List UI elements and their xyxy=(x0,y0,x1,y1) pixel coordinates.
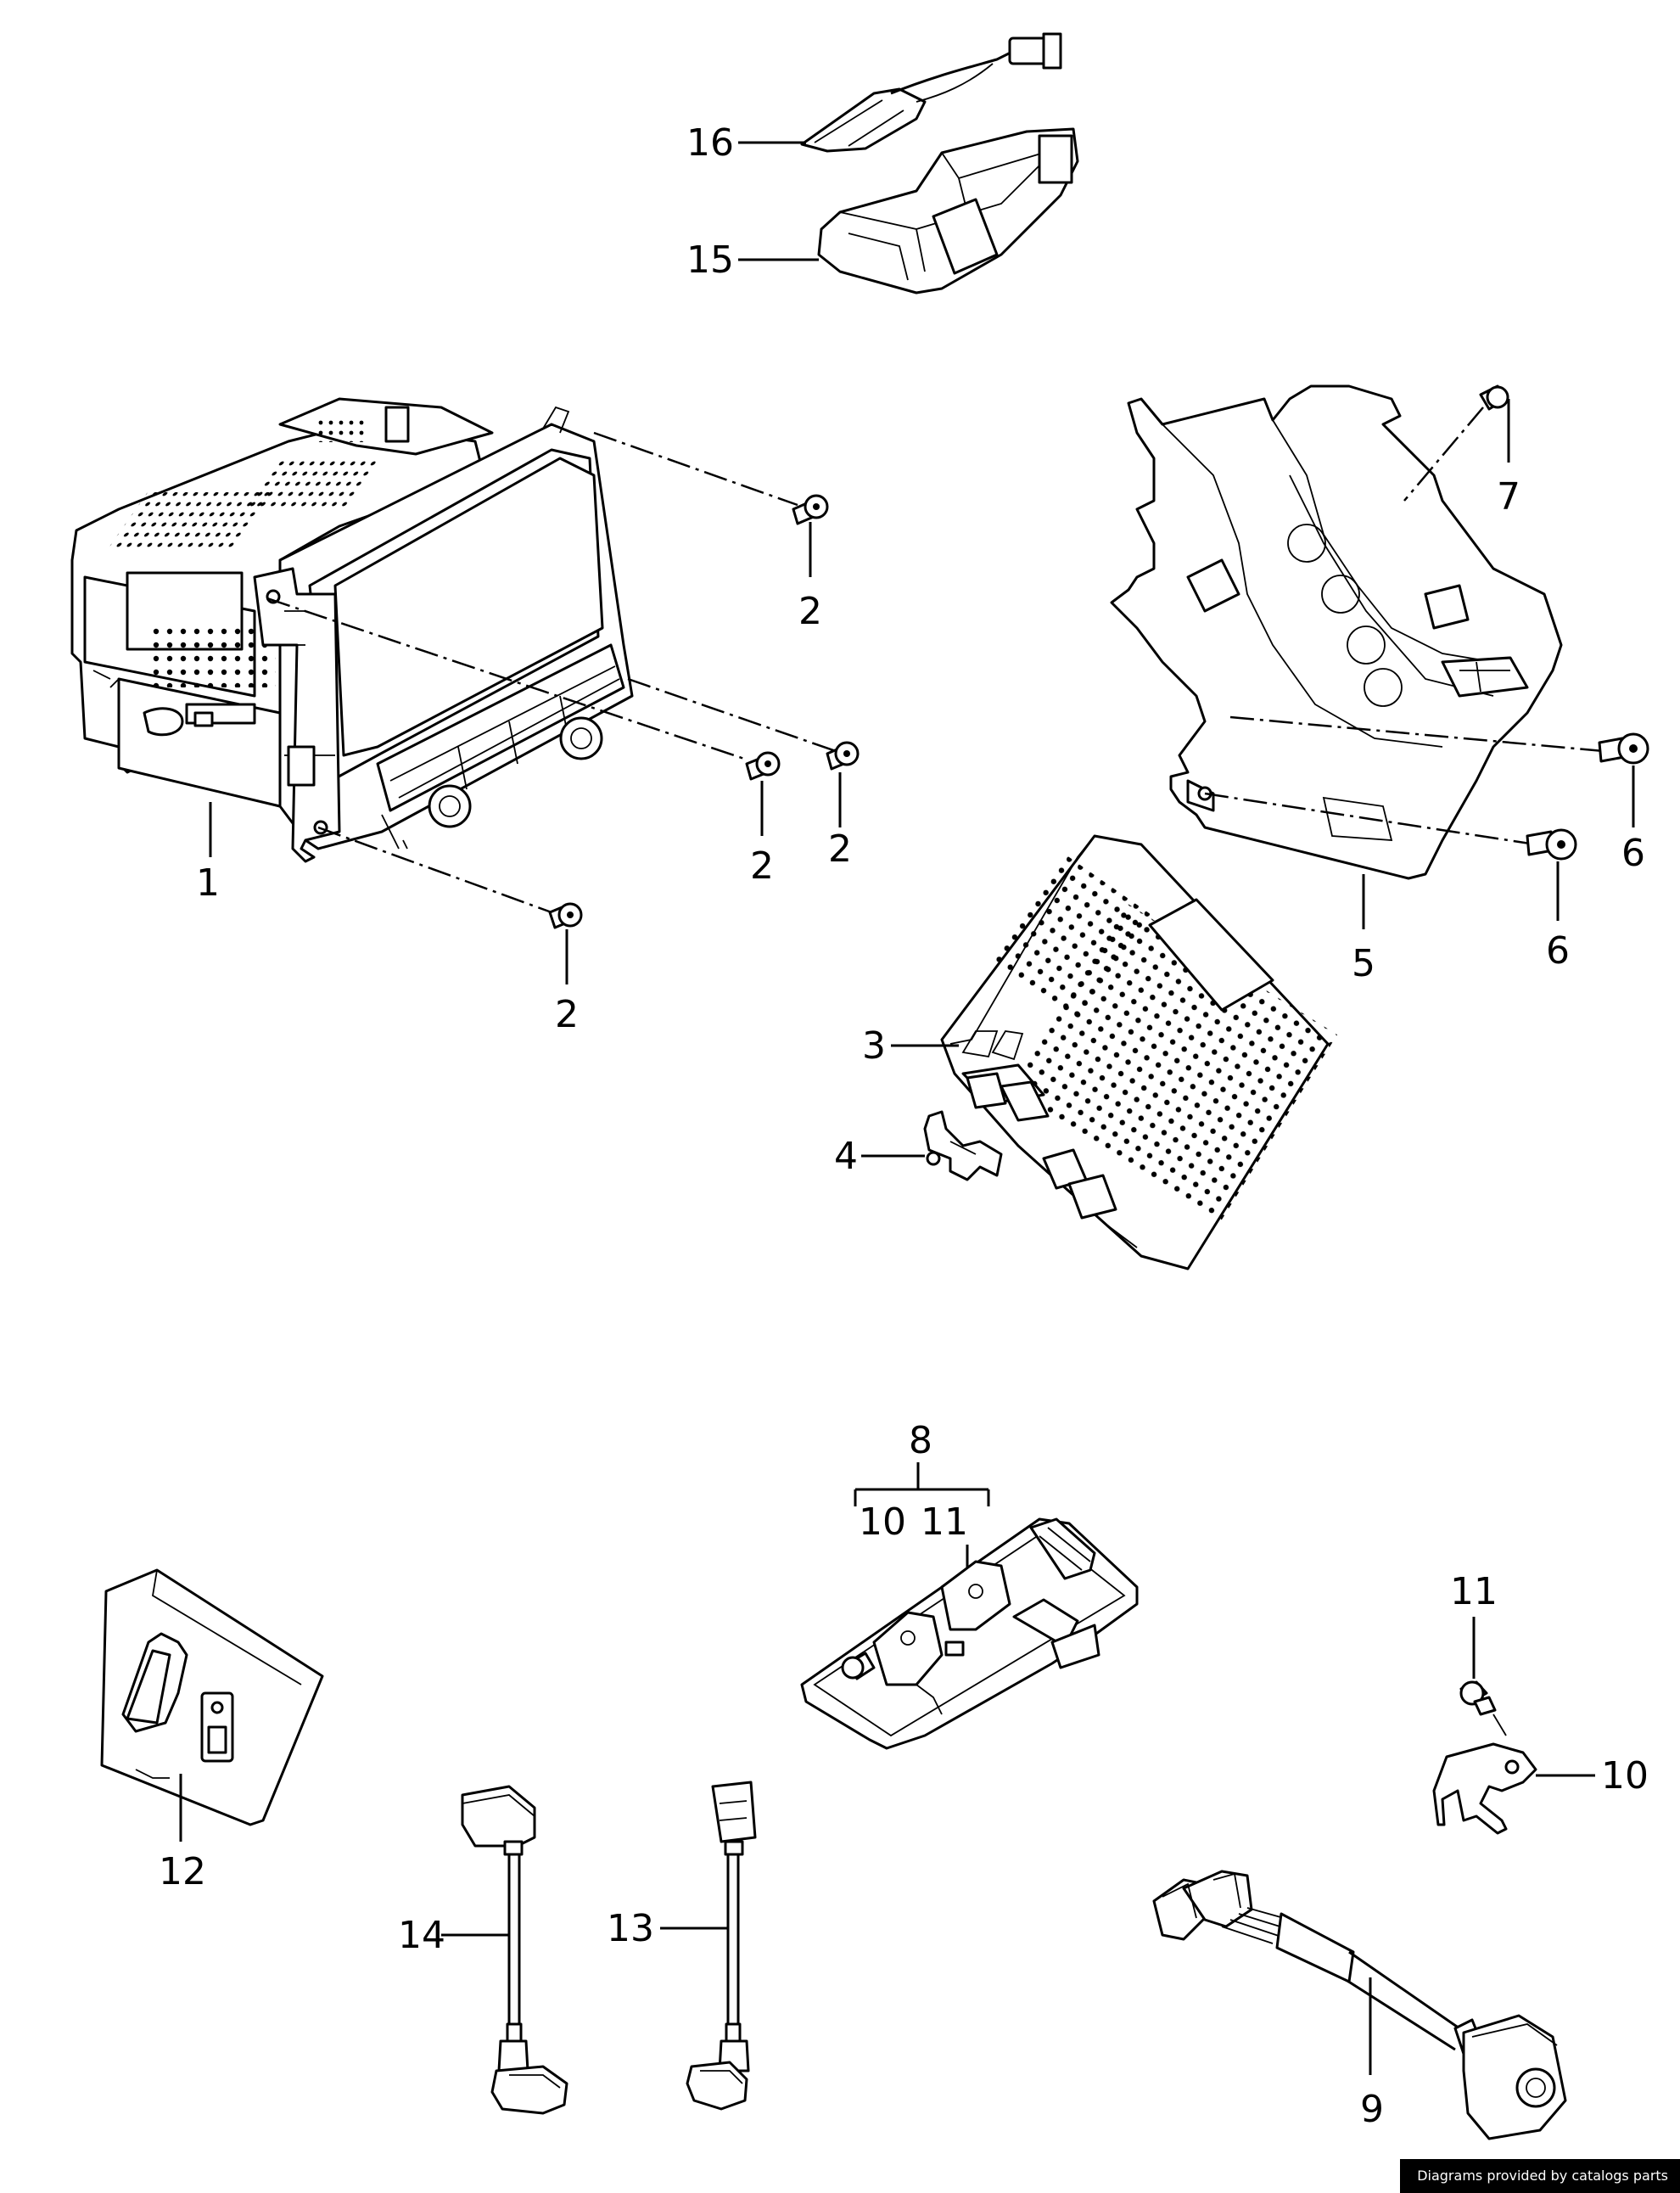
callout-2-d: 2 xyxy=(555,993,579,1036)
callout-6-b: 6 xyxy=(1546,929,1570,973)
part-13-cable xyxy=(686,1781,757,2111)
part-16-bracket xyxy=(800,32,1062,153)
callout-12: 12 xyxy=(159,1850,206,1893)
callout-8-10: 10 xyxy=(859,1500,906,1544)
part-4-clip xyxy=(923,1110,1003,1181)
callout-2-a: 2 xyxy=(798,590,822,633)
part-8-camera-assembly xyxy=(800,1517,1139,1750)
part-12-switch-panel xyxy=(100,1568,324,1826)
part-3-control-module xyxy=(940,834,1338,1270)
part-9-camera-cable xyxy=(1152,1870,1567,2140)
callout-14: 14 xyxy=(398,1914,445,1957)
part-5-mounting-frame xyxy=(1110,384,1563,880)
screw-2-d xyxy=(548,902,583,984)
callout-8: 8 xyxy=(909,1419,932,1462)
callout-2-c: 2 xyxy=(828,827,852,871)
part-1-head-unit xyxy=(70,397,634,863)
screw-11 xyxy=(1459,1680,1507,1736)
screw-2-b xyxy=(745,751,781,836)
callout-3: 3 xyxy=(862,1024,886,1068)
screw-2-a xyxy=(792,494,829,577)
screw-6-b xyxy=(1204,792,1577,921)
screw-2-dash-lines xyxy=(266,431,837,914)
part-10-bracket xyxy=(1432,1742,1537,1835)
callout-11: 11 xyxy=(1450,1570,1498,1613)
callout-8-11: 11 xyxy=(921,1500,968,1544)
leader-8 xyxy=(854,1462,990,1506)
screw-2-c xyxy=(826,741,860,827)
callout-5: 5 xyxy=(1352,942,1375,985)
callout-16: 16 xyxy=(686,121,734,165)
screw-6-a xyxy=(1229,715,1649,827)
callout-13: 13 xyxy=(607,1907,654,1950)
callout-9: 9 xyxy=(1360,2088,1384,2131)
part-15-housing xyxy=(817,127,1079,294)
callout-1: 1 xyxy=(196,861,220,905)
callout-15: 15 xyxy=(686,238,734,282)
part-14-cable xyxy=(461,1785,568,2115)
callout-4: 4 xyxy=(834,1135,858,1178)
callout-10: 10 xyxy=(1601,1754,1649,1798)
diagram-credit: Diagrams provided by catalogs parts xyxy=(1400,2159,1680,2193)
callout-6-a: 6 xyxy=(1621,832,1645,875)
callout-2-b: 2 xyxy=(750,844,774,888)
callout-7: 7 xyxy=(1497,475,1520,519)
screw-7 xyxy=(1403,384,1510,502)
